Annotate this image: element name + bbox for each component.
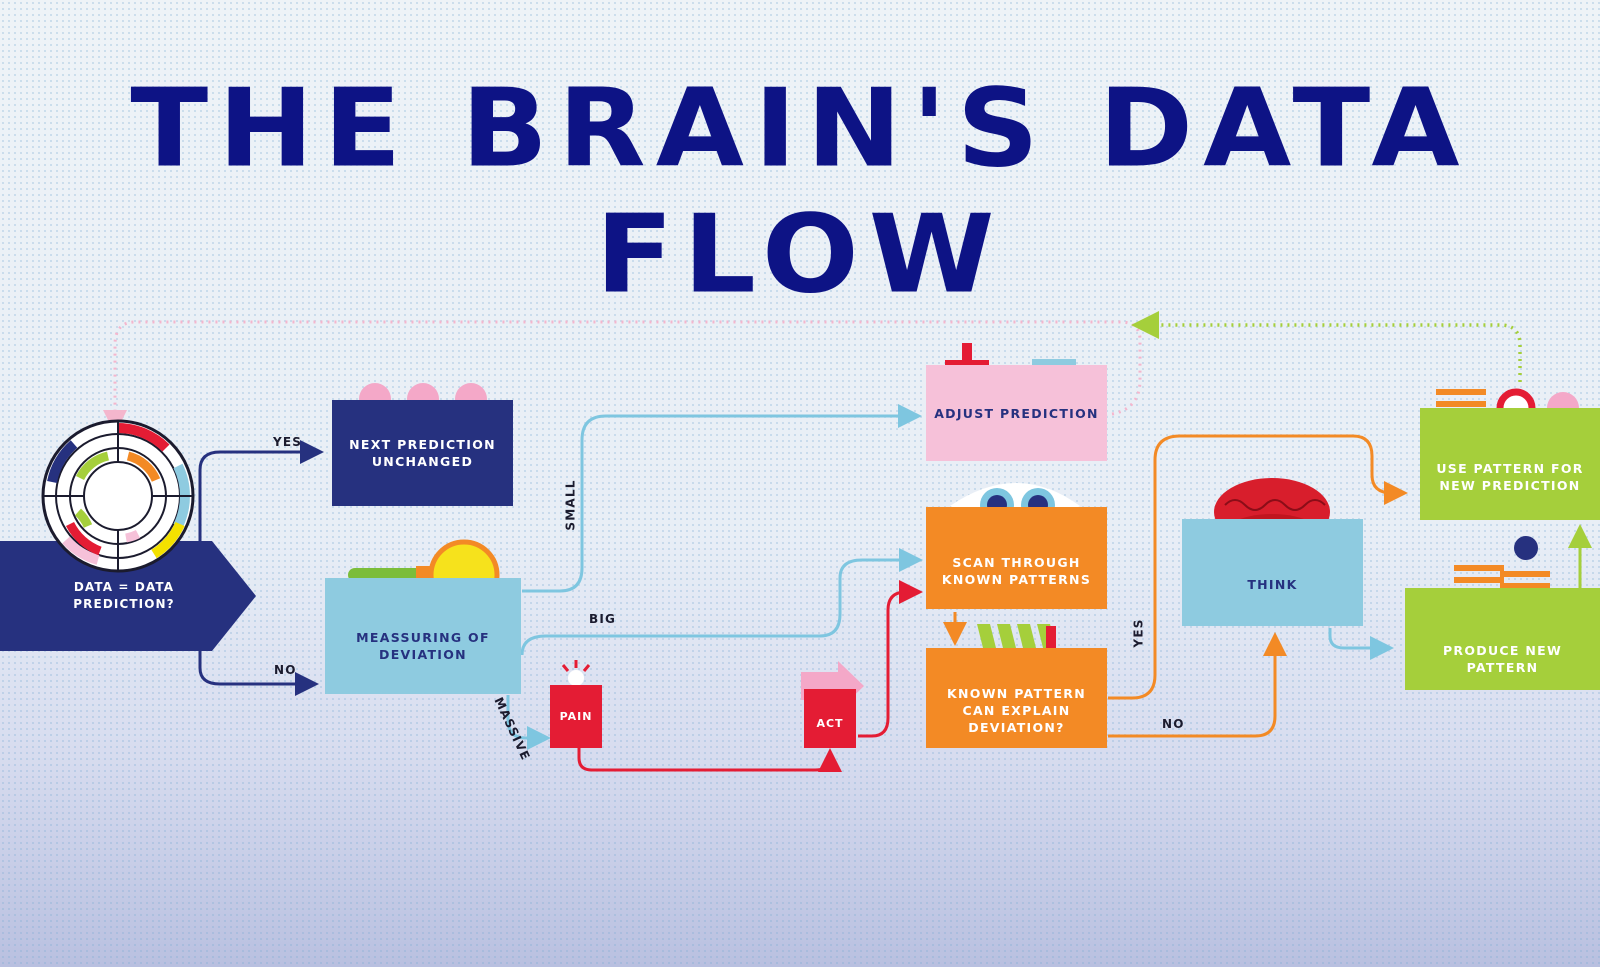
edge-label-small: SMALL xyxy=(563,479,578,531)
page-title: THE BRAIN'S DATA FLOW xyxy=(130,64,1470,318)
connector-act-scan xyxy=(858,580,923,738)
target-wheel-icon xyxy=(41,419,195,573)
node-use-pattern: USE PATTERN FOR NEW PREDICTION xyxy=(1420,408,1600,520)
start-node: DATA = DATA PREDICTION? xyxy=(73,580,175,611)
edge-label-big: BIG xyxy=(589,612,617,626)
pain-burst-icon xyxy=(561,660,591,672)
connector-no-think xyxy=(1108,632,1287,738)
node-next-prediction: NEXT PREDICTION UNCHANGED xyxy=(332,400,513,506)
edge-label-no-2: NO xyxy=(1162,717,1185,731)
connector-pain-act xyxy=(577,748,842,772)
connector-yes-use xyxy=(1108,434,1408,700)
edge-label-no: NO xyxy=(274,663,297,677)
minus-icon xyxy=(1032,359,1076,370)
node-measuring-deviation: MEASSURING OF DEVIATION xyxy=(325,578,521,694)
connector-yes xyxy=(198,440,324,547)
node-known-pattern: KNOWN PATTERN CAN EXPLAIN DEVIATION? xyxy=(926,648,1107,748)
connector-massive xyxy=(506,695,551,750)
edge-label-yes-2: YES xyxy=(1131,618,1146,648)
node-think: THINK xyxy=(1182,519,1363,626)
connector-big xyxy=(520,548,923,656)
edge-label-yes: YES xyxy=(273,435,303,449)
node-act: ACT xyxy=(804,689,856,748)
start-node-shape xyxy=(0,541,256,651)
navy-dot-icon xyxy=(1514,536,1538,560)
connector-think-produce xyxy=(1328,628,1394,660)
connector-small xyxy=(522,404,922,593)
node-adjust-prediction: ADJUST PREDICTION xyxy=(926,365,1107,461)
connector-use-pattern-loop xyxy=(1131,311,1522,382)
node-produce-pattern: PRODUCE NEW PATTERN xyxy=(1405,588,1600,690)
node-scan-patterns: SCAN THROUGH KNOWN PATTERNS xyxy=(926,507,1107,609)
connector-no xyxy=(198,650,319,696)
node-pain: PAIN xyxy=(550,685,602,748)
red-marker-icon xyxy=(1046,626,1056,650)
